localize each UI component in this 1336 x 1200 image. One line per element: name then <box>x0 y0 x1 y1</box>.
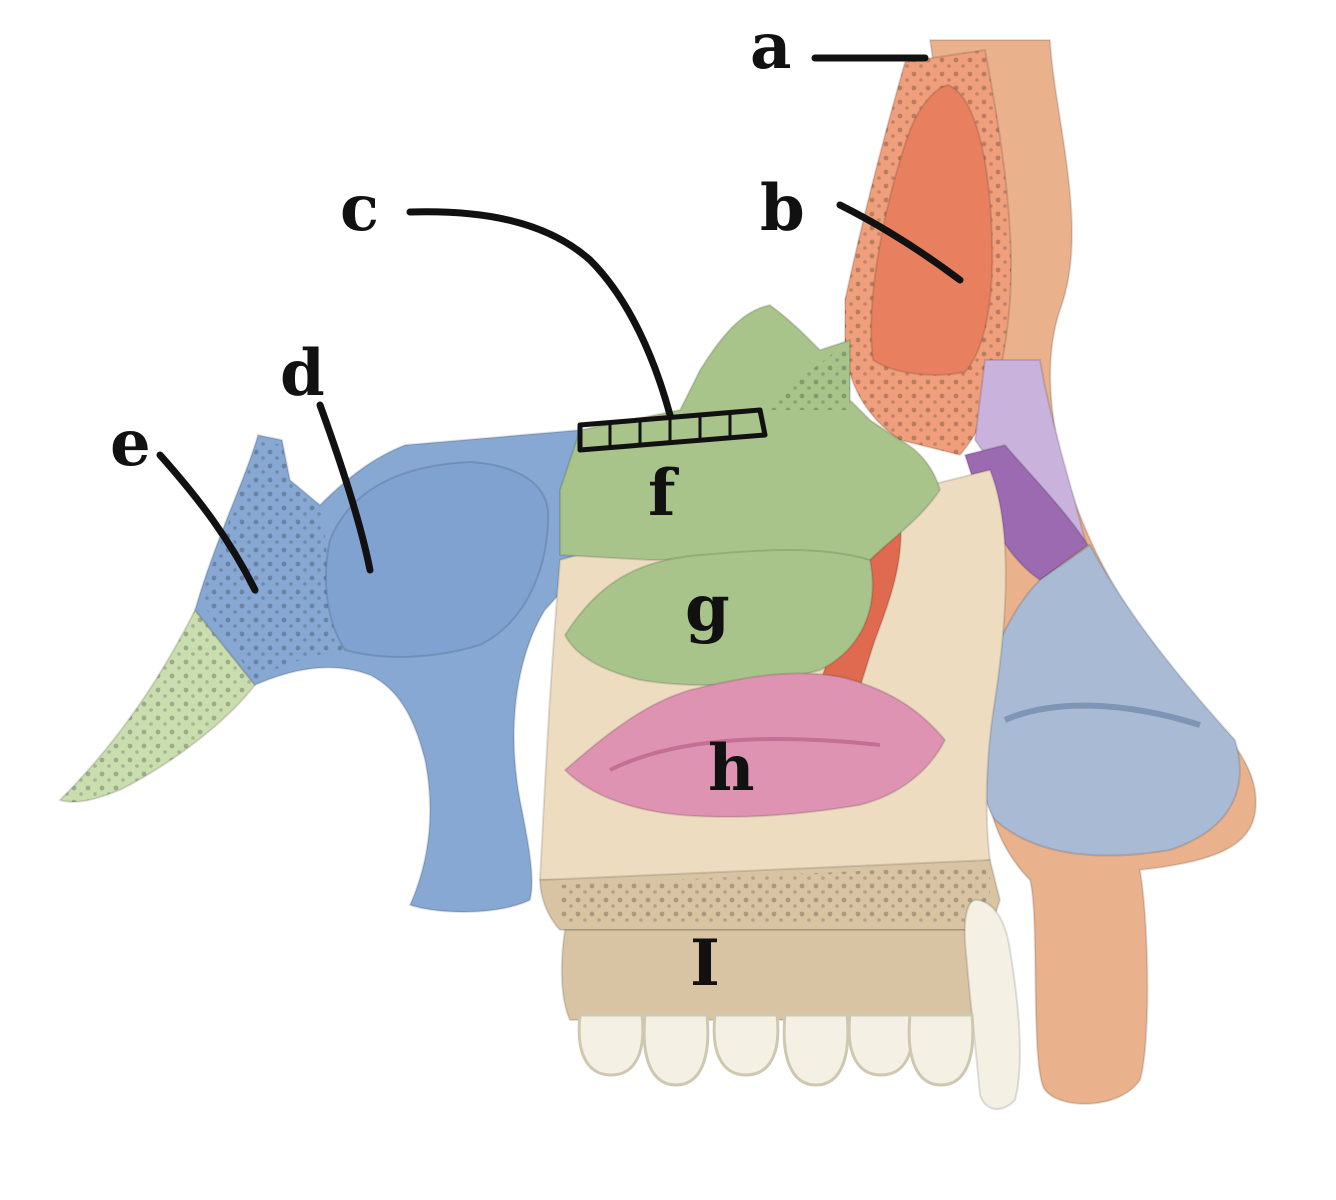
label-i: I <box>690 926 720 1001</box>
leader-d <box>316 401 374 574</box>
incisor-tooth <box>963 898 1021 1110</box>
label-c: c <box>340 171 379 246</box>
sphenoid-bone-texture <box>200 440 345 680</box>
label-b: b <box>760 171 805 246</box>
label-g: g <box>685 571 730 646</box>
inferior-nasal-concha <box>563 672 947 818</box>
occipital-bone-texture <box>60 610 255 802</box>
tooth <box>577 1013 645 1077</box>
tooth <box>712 1013 780 1077</box>
sphenoid-sinus <box>324 460 550 658</box>
middle-nasal-concha <box>563 549 874 687</box>
leader-e <box>156 451 259 594</box>
alar-cartilage-fold <box>1003 702 1201 728</box>
tooth <box>847 1013 915 1077</box>
leader-c <box>406 208 674 419</box>
tooth <box>642 1013 710 1087</box>
label-f: f <box>648 456 679 531</box>
tooth <box>782 1013 850 1087</box>
inferior-concha-ridge <box>609 737 881 772</box>
hard-palate-texture <box>560 865 990 925</box>
cribriform-plate-ticks <box>608 413 732 447</box>
label-e: e <box>110 406 151 481</box>
alveolar-process <box>560 929 997 1021</box>
tooth <box>907 1013 975 1087</box>
ethmoid-bone-texture <box>760 340 850 410</box>
label-h: h <box>708 731 755 806</box>
label-a: a <box>750 9 791 84</box>
leader-b <box>836 201 964 284</box>
label-d: d <box>280 336 325 411</box>
frontal-sinus <box>870 83 994 376</box>
cribriform-plate-box <box>577 407 768 453</box>
teeth-row <box>577 1013 975 1087</box>
